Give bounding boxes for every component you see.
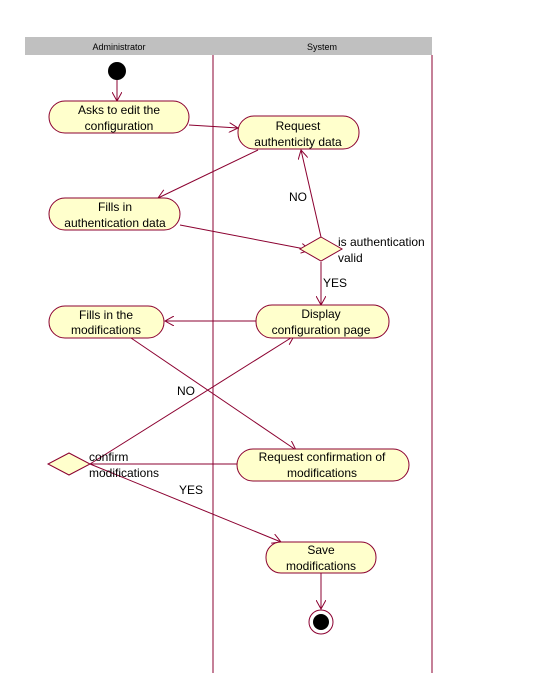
edge-confirm-no (89, 336, 294, 465)
activity-request-confirmation-line1: Request confirmation of (259, 450, 386, 464)
activity-fills-authentication: Fills in authentication data (48, 197, 181, 231)
end-node-core (313, 614, 329, 630)
activity-save-modifications-line1: Save (307, 543, 335, 557)
edge-fills-mods-to-request-confirm (130, 337, 296, 450)
edge-fills-auth-to-decision (179, 224, 310, 250)
activity-display-configuration-line2: configuration page (272, 323, 371, 337)
activity-fills-modifications-shape (48, 305, 165, 339)
activity-display-configuration: Display configuration page (255, 304, 390, 339)
activity-edit-configuration-line2: configuration (85, 119, 154, 133)
activity-edit-configuration: Asks to edit the configuration (48, 100, 190, 134)
activity-fills-modifications-line2: modifications (71, 323, 141, 337)
activity-fills-modifications: Fills in the modifications (48, 305, 165, 339)
activity-request-confirmation-line2: modifications (287, 466, 357, 480)
edge-confirm-yes (89, 463, 281, 542)
edge-label-confirm-yes: YES (179, 483, 203, 497)
lane-administrator-label: Administrator (92, 42, 145, 52)
activity-request-confirmation: Request confirmation of modifications (236, 448, 410, 482)
edge-label-auth-no: NO (289, 190, 307, 204)
start-node (108, 62, 126, 80)
edge-request-auth-to-fills-auth (158, 149, 259, 198)
edge-decision-no (301, 150, 322, 238)
activity-request-authenticity-line1: Request (276, 119, 321, 133)
activity-request-authenticity-shape (237, 115, 360, 150)
decision-confirm-line2: modifications (89, 466, 159, 480)
activity-fills-authentication-line1: Fills in (98, 200, 132, 214)
decision-authentication-line1: is authentication (338, 235, 425, 249)
activity-edit-configuration-shape (48, 100, 190, 134)
edge-edit-to-request-auth (188, 125, 238, 128)
activity-save-modifications: Save modifications (265, 541, 377, 574)
decision-authentication-line2: valid (338, 251, 363, 265)
activity-request-confirmation-shape (236, 448, 410, 482)
activity-fills-authentication-shape (48, 197, 181, 231)
activity-edit-configuration-line1: Asks to edit the (78, 103, 160, 117)
activity-request-authenticity-line2: authenticity data (254, 135, 342, 149)
activity-save-modifications-shape (265, 541, 377, 574)
activity-display-configuration-shape (255, 304, 390, 339)
edges (89, 80, 322, 609)
decision-confirm-line1: confirm (89, 450, 128, 464)
decision-authentication-diamond (298, 236, 344, 262)
decision-confirm-modifications: confirm modifications (46, 450, 159, 480)
activity-save-modifications-line2: modifications (286, 559, 356, 573)
edge-label-confirm-no: NO (177, 384, 195, 398)
activity-fills-authentication-line2: authentication data (64, 216, 166, 230)
swimlane-header-bar (25, 37, 432, 55)
edge-label-auth-yes: YES (323, 276, 347, 290)
swimlane-header: Administrator System (25, 37, 432, 55)
end-node (308, 609, 334, 635)
activity-fills-modifications-line1: Fills in the (79, 308, 133, 322)
activity-display-configuration-line1: Display (301, 307, 340, 321)
decision-confirm-diamond (46, 452, 92, 476)
activity-request-authenticity: Request authenticity data (237, 115, 360, 150)
lane-system-label: System (307, 42, 337, 52)
decision-authentication-valid: is authentication valid (298, 235, 425, 265)
